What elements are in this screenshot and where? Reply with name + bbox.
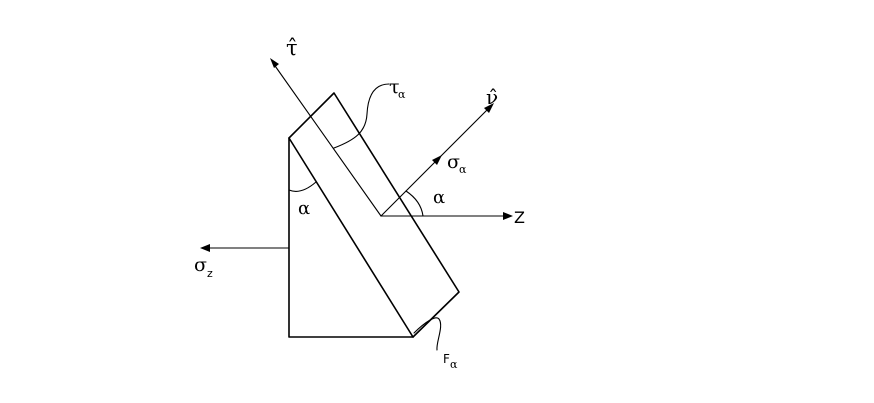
alpha-left-arc: [288, 181, 317, 192]
sigma-z-subscript: z: [207, 267, 213, 280]
tau-alpha-symbol: τ: [389, 76, 400, 98]
f-alpha-symbol: F: [443, 352, 450, 366]
tau-axis-label: τ̂: [286, 36, 298, 60]
sigma-z-symbol: σ: [194, 254, 207, 276]
f-alpha-leader: [413, 317, 442, 351]
inclined-slab: [288, 92, 460, 338]
triangle-element: [288, 137, 414, 338]
z-axis-arrowhead: [503, 212, 513, 220]
tau-axis-line: [272, 62, 382, 217]
tau-alpha-subscript: α: [398, 88, 406, 101]
tau-alpha-leader: [333, 83, 390, 149]
tau-axis-arrowhead: [270, 58, 279, 68]
sigma-alpha-subscript: α: [459, 163, 467, 176]
nu-axis-arrowhead: [484, 103, 494, 113]
sigma-alpha-arrowhead: [432, 155, 442, 165]
f-alpha-subscript: α: [450, 358, 458, 371]
sigma-z-arrowhead: [200, 244, 210, 252]
sigma-alpha-symbol: σ: [447, 151, 460, 173]
alpha-right-label: α: [433, 187, 445, 208]
z-axis-label: Z: [514, 208, 525, 227]
nu-axis-label: ν̂: [486, 85, 498, 109]
alpha-left-label: α: [298, 198, 310, 219]
alpha-right-arc: [405, 190, 424, 217]
